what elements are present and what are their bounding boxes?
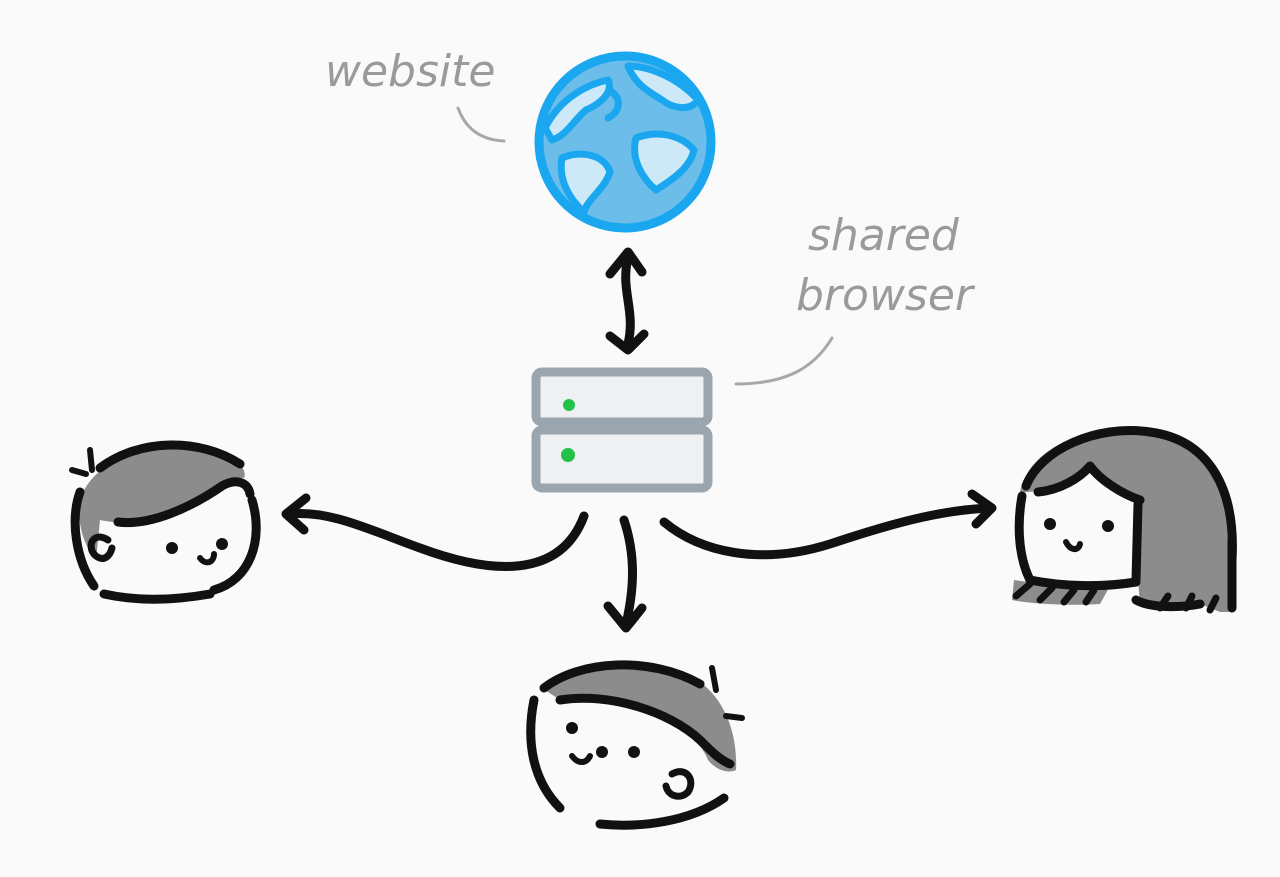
website-label: website bbox=[325, 46, 495, 97]
server-icon bbox=[531, 367, 713, 493]
status-led-top bbox=[563, 399, 575, 411]
shared-browser-pointer-line bbox=[734, 336, 834, 386]
person-bottom-icon bbox=[526, 657, 745, 830]
arrow-to-right-user bbox=[659, 489, 997, 560]
status-led-bottom bbox=[561, 448, 575, 462]
shared-browser-label-line2: browser bbox=[796, 270, 976, 321]
globe-icon bbox=[534, 51, 716, 233]
globe-server-double-arrow bbox=[605, 247, 649, 355]
shared-browser-label-line1: shared bbox=[808, 210, 960, 261]
person-left-icon bbox=[69, 440, 261, 604]
person-right-icon bbox=[1012, 426, 1237, 614]
arrow-to-bottom-user bbox=[603, 515, 647, 633]
website-pointer-line bbox=[456, 106, 506, 143]
arrow-to-left-user bbox=[281, 493, 589, 571]
